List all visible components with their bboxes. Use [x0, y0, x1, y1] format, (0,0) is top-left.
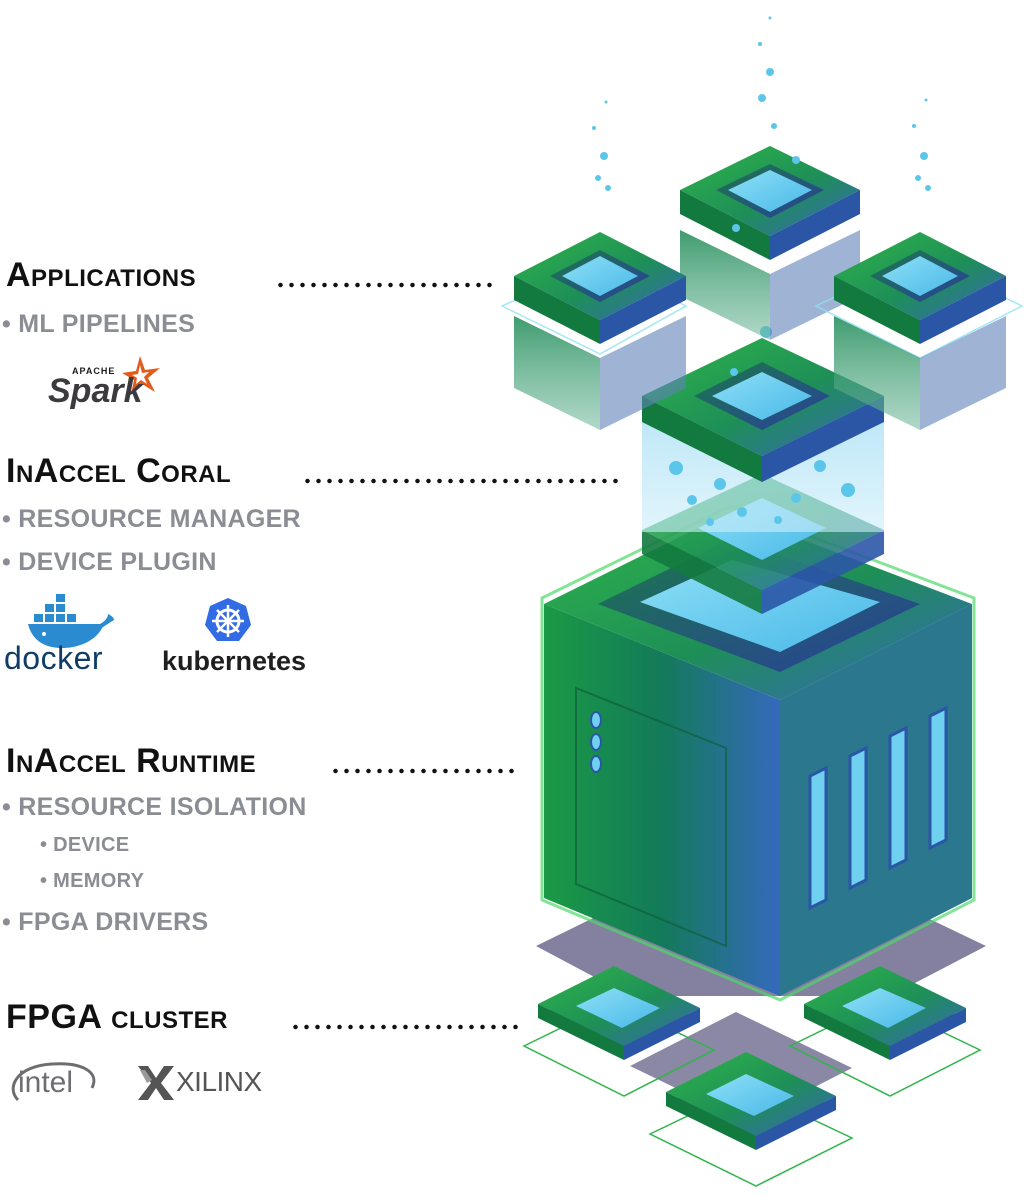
spark-logo-apache: APACHE — [72, 366, 116, 376]
cluster-fpga-right — [788, 966, 982, 1097]
xilinx-logo: XILINX — [138, 1064, 268, 1104]
application-stack-right — [814, 232, 1024, 430]
docker-logo: docker — [4, 594, 122, 684]
kubernetes-logo-text: kubernetes — [162, 646, 307, 676]
cluster-fpga-left — [522, 966, 716, 1097]
dotted-leader — [275, 282, 497, 288]
heading-inaccel-coral: InAccel Coral — [6, 452, 232, 490]
kubernetes-helm-icon — [205, 598, 251, 641]
bullet-ml-pipelines: • ML PIPELINES — [2, 310, 196, 338]
cluster-fpga-bottom — [648, 1052, 854, 1187]
intel-swoosh-icon — [11, 1062, 96, 1102]
spark-logo-text: Spark — [48, 372, 143, 410]
bubbles — [592, 16, 931, 191]
bullet-device: • DEVICE — [40, 834, 130, 856]
dotted-leader — [302, 478, 622, 484]
docker-logo-text: docker — [4, 640, 104, 676]
spark-logo: APACHE Spark — [44, 348, 174, 414]
bullet-memory: • MEMORY — [40, 870, 145, 892]
intel-logo: intel — [8, 1058, 98, 1110]
application-stack-left — [500, 232, 688, 430]
fpga-server-illustration — [500, 16, 1024, 1187]
dotted-leader — [290, 1024, 518, 1030]
dotted-leader — [330, 768, 518, 774]
intel-logo-text: intel — [18, 1066, 74, 1099]
xilinx-logo-text: XILINX — [176, 1066, 262, 1097]
bullet-resource-isolation: • RESOURCE ISOLATION — [2, 793, 307, 821]
heading-fpga-cluster: FPGA cluster — [6, 998, 228, 1036]
heading-inaccel-runtime: InAccel Runtime — [6, 742, 257, 780]
bullet-device-plugin: • DEVICE PLUGIN — [2, 548, 217, 576]
coral-layer-cube — [642, 326, 884, 614]
application-stack-center — [680, 146, 860, 340]
kubernetes-logo: kubernetes — [160, 596, 320, 682]
spark-star-icon — [122, 356, 160, 394]
heading-applications: Applications — [6, 256, 197, 294]
bullet-fpga-drivers: • FPGA DRIVERS — [2, 908, 209, 936]
bullet-resource-manager: • RESOURCE MANAGER — [2, 505, 301, 533]
xilinx-x-icon — [138, 1066, 174, 1100]
docker-whale-icon — [28, 594, 114, 648]
